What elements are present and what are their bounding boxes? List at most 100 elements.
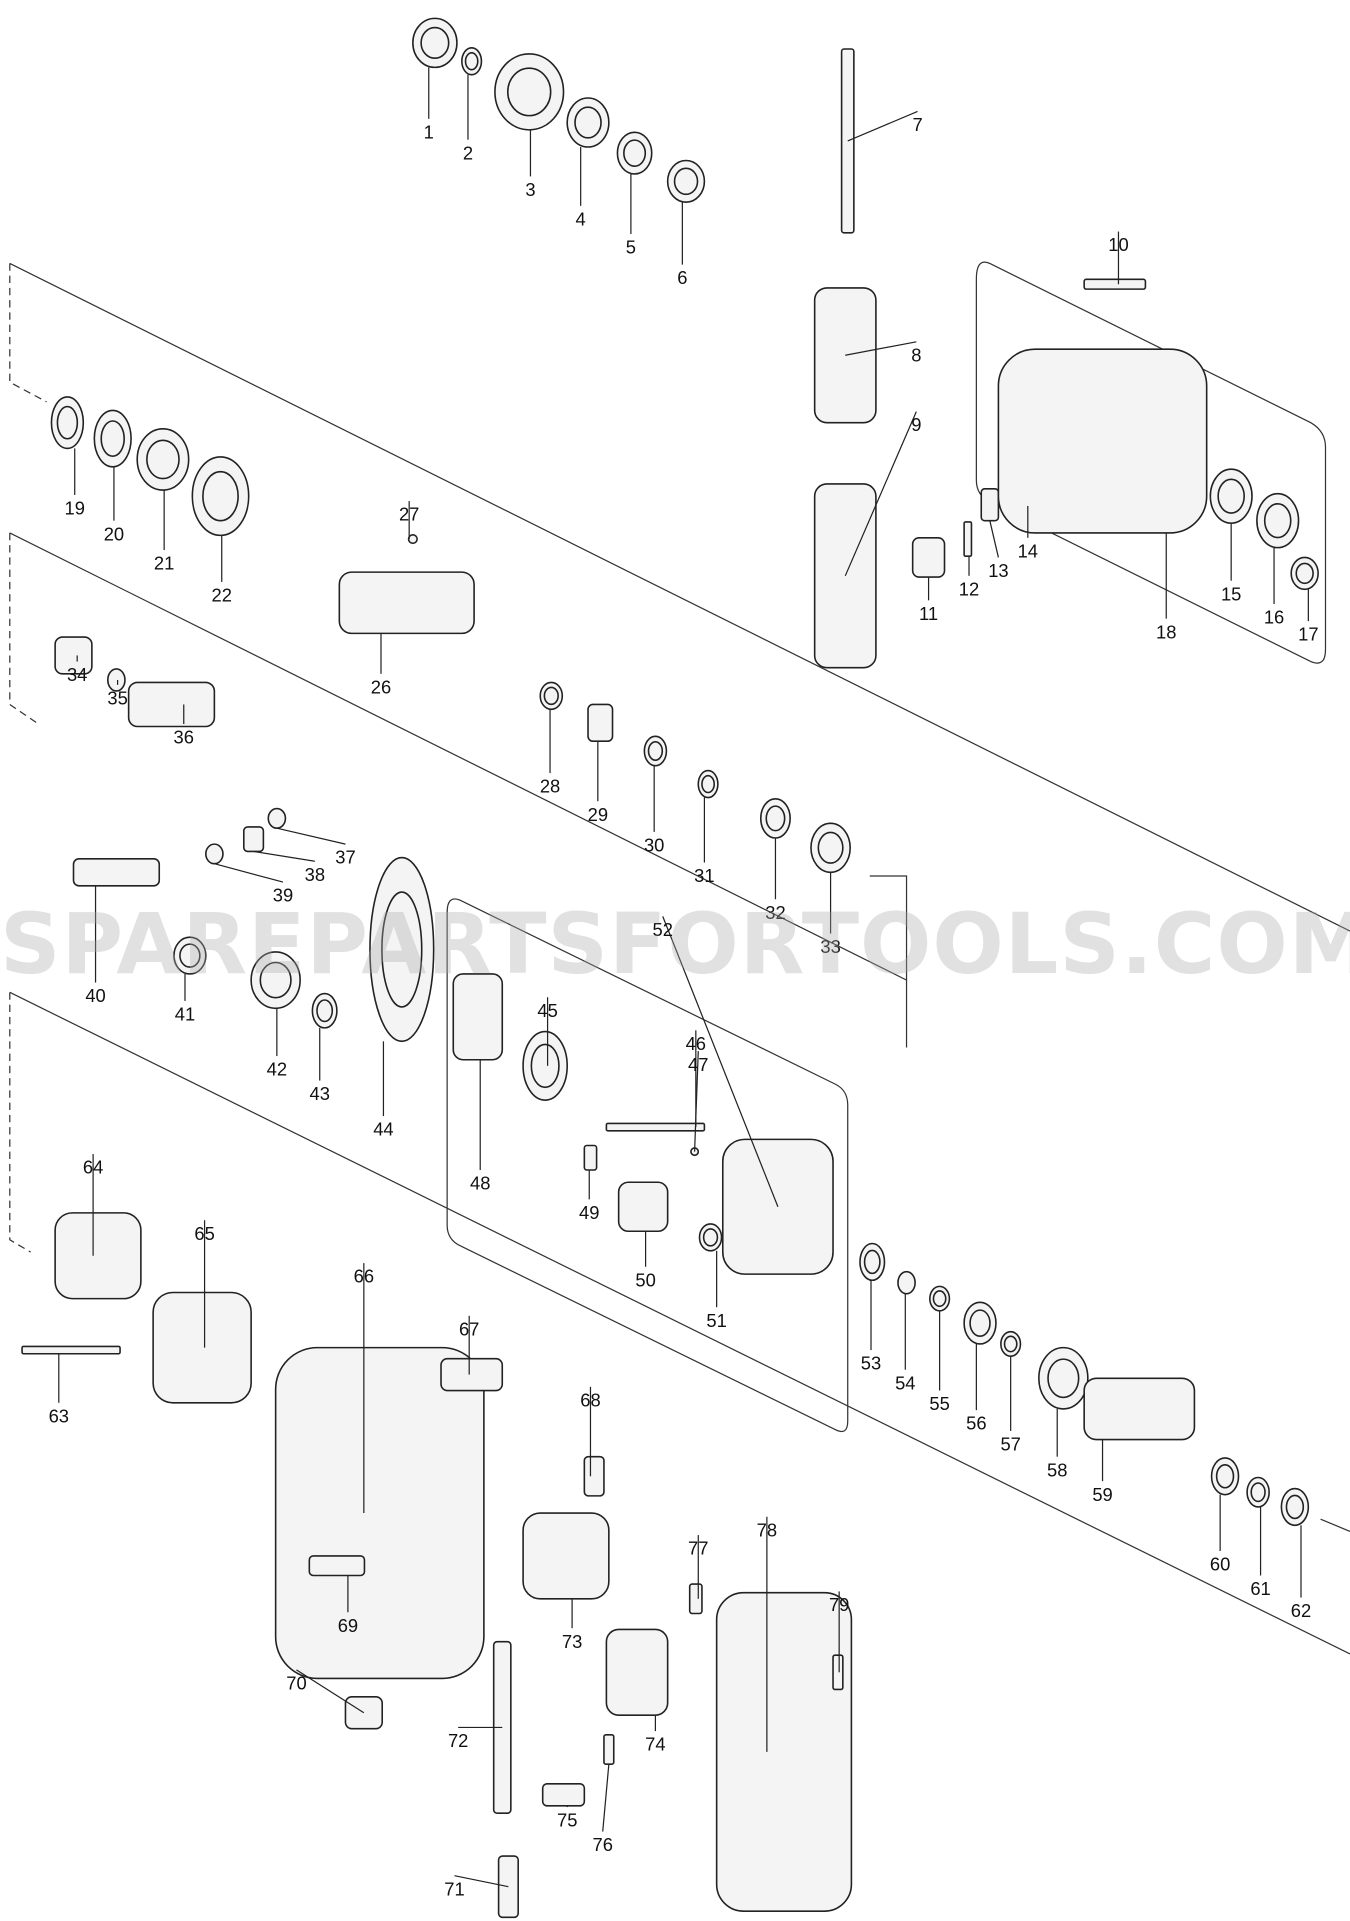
callout-12[interactable]: 12 [959,578,979,599]
callout-13[interactable]: 13 [988,560,1008,581]
callout-31[interactable]: 31 [694,865,714,886]
callout-54[interactable]: 54 [895,1372,915,1393]
callout-7[interactable]: 7 [912,114,922,135]
part-66 [274,1346,485,1680]
callout-15[interactable]: 15 [1221,583,1241,604]
callout-77[interactable]: 77 [688,1538,708,1559]
leader-line-70 [296,1669,365,1714]
callout-3[interactable]: 3 [525,179,535,200]
callout-44[interactable]: 44 [373,1119,393,1140]
part-33-bore [817,831,844,864]
callout-78[interactable]: 78 [757,1519,777,1540]
callout-70[interactable]: 70 [286,1672,306,1693]
callout-66[interactable]: 66 [354,1266,374,1287]
part-60-bore [1215,1463,1235,1489]
callout-51[interactable]: 51 [706,1310,726,1331]
callout-35[interactable]: 35 [107,687,127,708]
callout-49[interactable]: 49 [579,1202,599,1223]
callout-64[interactable]: 64 [83,1157,103,1178]
callout-38[interactable]: 38 [305,864,325,885]
callout-65[interactable]: 65 [194,1223,214,1244]
frame-group-3-left [9,992,31,1253]
callout-75[interactable]: 75 [557,1810,577,1831]
callout-34[interactable]: 34 [67,664,87,685]
callout-5[interactable]: 5 [626,237,636,258]
part-73 [522,1512,610,1600]
callout-45[interactable]: 45 [537,1000,557,1021]
callout-36[interactable]: 36 [174,727,194,748]
part-2-bore [464,52,479,71]
part-15-bore [1217,478,1245,514]
callout-37[interactable]: 37 [335,847,355,868]
part-37 [267,807,287,829]
callout-46[interactable]: 46 [686,1033,706,1054]
callout-53[interactable]: 53 [861,1353,881,1374]
callout-6[interactable]: 6 [677,267,687,288]
callout-28[interactable]: 28 [540,776,560,797]
callout-30[interactable]: 30 [644,834,664,855]
callout-27[interactable]: 27 [399,504,419,525]
callout-10[interactable]: 10 [1108,234,1128,255]
callout-41[interactable]: 41 [175,1004,195,1025]
callout-33[interactable]: 33 [820,936,840,957]
part-32-bore [765,805,786,832]
callout-1[interactable]: 1 [424,121,434,142]
callout-59[interactable]: 59 [1092,1484,1112,1505]
leader-line-47 [693,1051,699,1152]
callout-79[interactable]: 79 [829,1594,849,1615]
callout-69[interactable]: 69 [338,1615,358,1636]
callout-39[interactable]: 39 [273,885,293,906]
callout-11[interactable]: 11 [919,603,938,624]
callout-19[interactable]: 19 [65,498,85,519]
callout-58[interactable]: 58 [1047,1459,1067,1480]
callout-32[interactable]: 32 [765,902,785,923]
callout-50[interactable]: 50 [635,1269,655,1290]
callout-21[interactable]: 21 [154,553,174,574]
part-36 [127,681,216,728]
callout-74[interactable]: 74 [645,1734,665,1755]
callout-47[interactable]: 47 [688,1054,708,1075]
callout-68[interactable]: 68 [580,1389,600,1410]
callout-2[interactable]: 2 [463,142,473,163]
callout-26[interactable]: 26 [371,676,391,697]
callout-55[interactable]: 55 [929,1393,949,1414]
callout-4[interactable]: 4 [576,208,586,229]
part-78 [715,1591,853,1912]
callout-40[interactable]: 40 [85,985,105,1006]
callout-56[interactable]: 56 [966,1413,986,1434]
callout-17[interactable]: 17 [1298,624,1318,645]
callout-61[interactable]: 61 [1250,1578,1270,1599]
callout-60[interactable]: 60 [1210,1554,1230,1575]
part-76 [603,1733,615,1765]
callout-76[interactable]: 76 [593,1834,613,1855]
callout-22[interactable]: 22 [212,585,232,606]
callout-63[interactable]: 63 [49,1405,69,1426]
callout-42[interactable]: 42 [267,1059,287,1080]
callout-62[interactable]: 62 [1291,1600,1311,1621]
leader-line-37 [276,827,346,845]
part-30-bore [647,741,664,761]
callout-18[interactable]: 18 [1156,621,1176,642]
part-5-bore [623,139,647,167]
part-10 [1083,278,1147,290]
callout-16[interactable]: 16 [1264,607,1284,628]
callout-67[interactable]: 67 [459,1318,479,1339]
callout-8[interactable]: 8 [911,344,921,365]
callout-43[interactable]: 43 [310,1083,330,1104]
part-71 [497,1855,519,1919]
callout-9[interactable]: 9 [911,414,921,435]
part-69 [308,1555,366,1577]
callout-20[interactable]: 20 [104,523,124,544]
part-79 [832,1654,844,1691]
callout-57[interactable]: 57 [1000,1434,1020,1455]
callout-73[interactable]: 73 [562,1631,582,1652]
part-53-bore [863,1249,881,1275]
callout-48[interactable]: 48 [470,1173,490,1194]
callout-52[interactable]: 52 [653,919,673,940]
callout-29[interactable]: 29 [588,804,608,825]
leader-line-39 [214,863,284,883]
part-34 [54,636,93,675]
callout-14[interactable]: 14 [1018,540,1038,561]
callout-71[interactable]: 71 [444,1878,464,1899]
callout-72[interactable]: 72 [448,1730,468,1751]
